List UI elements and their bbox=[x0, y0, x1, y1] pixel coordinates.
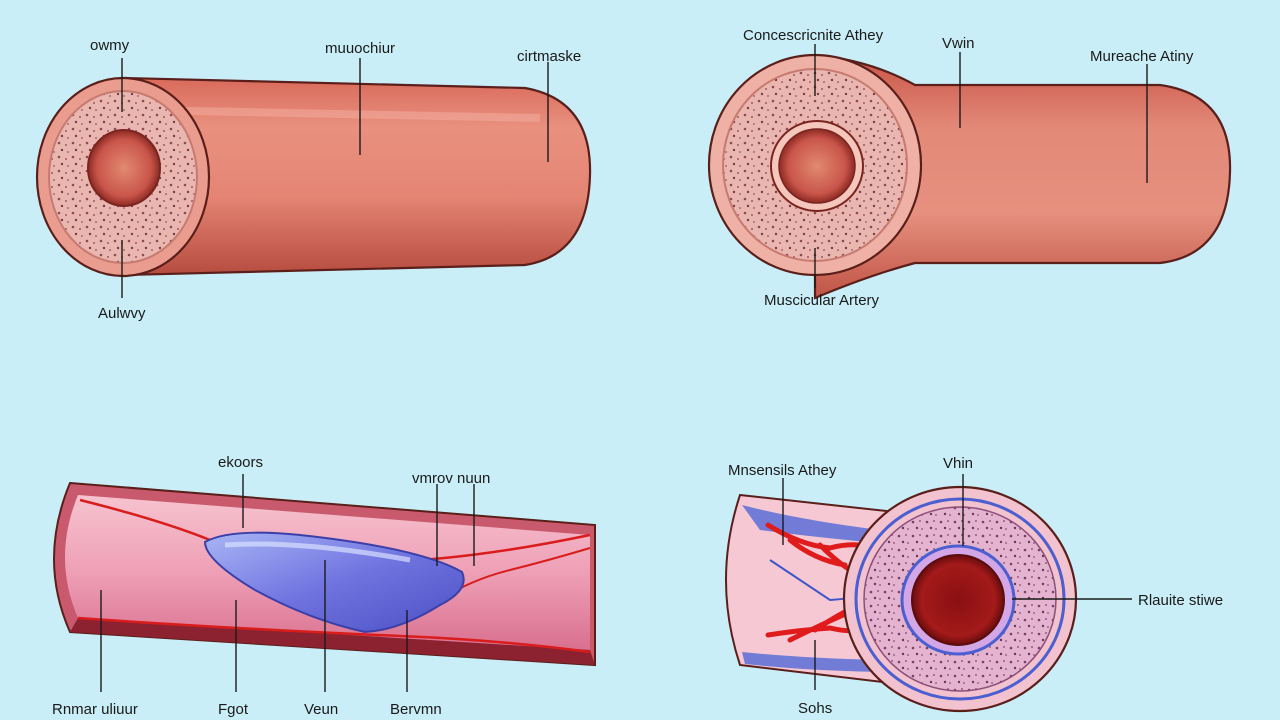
top-left-vessel bbox=[35, 76, 592, 278]
top-left-lumen bbox=[87, 129, 161, 207]
top-right-label-muscicular: Muscicular Artery bbox=[764, 292, 880, 309]
bottom-right-lumen bbox=[911, 554, 1005, 646]
top-left-tube-body bbox=[123, 76, 592, 277]
top-right-label-vwin: Vwin bbox=[942, 35, 975, 52]
bottom-right-label-vhin: Vhin bbox=[943, 455, 973, 472]
bottom-left-label-bervmn: Bervmn bbox=[390, 701, 442, 718]
top-left-label-aulwvy: Aulwvy bbox=[98, 305, 146, 322]
bottom-left-label-vmrov-nuun: vmrov nuun bbox=[412, 470, 490, 487]
top-left-tube-highlight bbox=[139, 106, 541, 122]
bottom-left-clot-sheen bbox=[224, 541, 411, 563]
top-right-tube-body bbox=[813, 53, 1232, 300]
top-left-label-muuochiur: muuochiur bbox=[325, 40, 395, 57]
top-left-label-owmy: owmy bbox=[90, 37, 130, 54]
bottom-left-label-ekoors: ekoors bbox=[218, 454, 263, 471]
top-right-vessel bbox=[707, 53, 1232, 300]
bottom-left-red-vessel-bottom bbox=[77, 616, 591, 654]
top-left-leaders bbox=[121, 58, 549, 298]
top-left-label-cirtmaske: cirtmaske bbox=[517, 48, 581, 65]
bottom-right-label-sohs: Sohs bbox=[798, 700, 832, 717]
bottom-right-vessel bbox=[725, 485, 1078, 713]
bottom-right-leaders bbox=[782, 474, 1132, 690]
bottom-right-label-mnsensils: Mnsensils Athey bbox=[728, 462, 837, 479]
bottom-right-blue-band-top bbox=[742, 505, 900, 545]
bottom-right-blue-band-bottom bbox=[742, 652, 900, 672]
top-right-label-concescricnite: Concescricnite Athey bbox=[743, 27, 884, 44]
bottom-left-label-veun: Veun bbox=[304, 701, 338, 718]
top-right-label-mureache: Mureache Atiny bbox=[1090, 48, 1194, 65]
bottom-right-label-rlauite-stiwe: Rlauite stiwe bbox=[1138, 592, 1223, 609]
bottom-left-label-fgot: Fgot bbox=[218, 701, 249, 718]
top-right-leaders bbox=[814, 44, 1148, 288]
top-right-lumen bbox=[778, 128, 856, 204]
bottom-left-tube-bottom-band bbox=[70, 618, 595, 665]
bottom-left-label-rnmar: Rnmar uliuur bbox=[52, 701, 138, 718]
bottom-left-leaders bbox=[100, 474, 475, 692]
